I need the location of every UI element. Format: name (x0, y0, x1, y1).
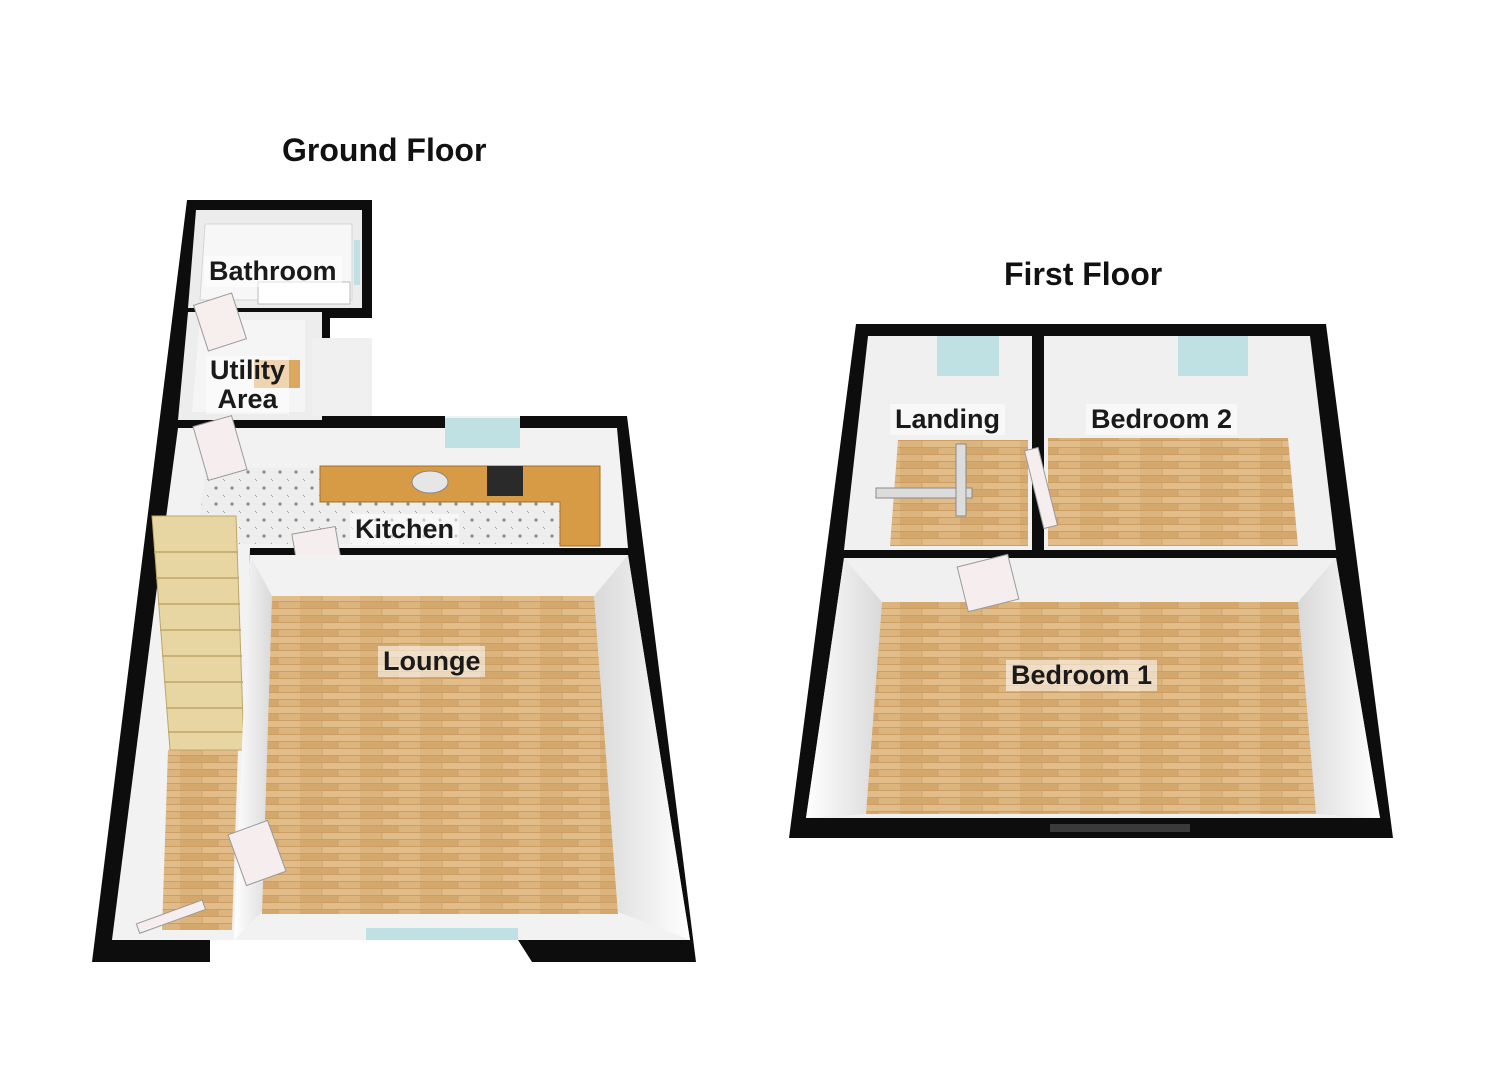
landing-window-icon (937, 336, 999, 376)
utility-side-wall (312, 338, 372, 416)
lounge-floor (262, 596, 618, 914)
bedroom-1-right-wall-shade (1298, 558, 1380, 818)
kitchen-worktop-icon (319, 465, 601, 547)
room-label-utility-area: Utility Area (206, 355, 290, 414)
lounge-right-wall-shade (594, 555, 690, 940)
bedroom-2-floor (1048, 438, 1298, 546)
front-door-icon (135, 899, 207, 934)
bedroom-1-left-wall-shade (806, 558, 882, 818)
lounge-window-icon (366, 928, 518, 940)
room-label-lounge: Lounge (378, 646, 486, 677)
ground-floor-plan (92, 200, 696, 962)
bedroom-1-floor (866, 602, 1316, 814)
room-label-kitchen: Kitchen (350, 514, 460, 545)
staircase-icon (151, 515, 245, 751)
kitchen-sink-icon (411, 470, 449, 494)
room-label-bathroom: Bathroom (204, 256, 342, 287)
hallway-floor (162, 750, 238, 930)
bathroom-window-icon (354, 240, 360, 285)
stair-banister-icon (875, 443, 973, 517)
bedroom-2-window-icon (1178, 336, 1248, 376)
bedroom-1-door-icon (956, 553, 1020, 613)
room-label-landing: Landing (890, 404, 1005, 435)
ground-floor-title: Ground Floor (282, 132, 487, 168)
kitchen-window-icon (445, 418, 520, 448)
room-label-utility-line1: Utility (210, 355, 286, 385)
utility-door-icon (192, 292, 248, 352)
kitchen-hob-icon (487, 466, 523, 496)
first-floor-title: First Floor (1004, 256, 1163, 292)
lounge-door-icon (227, 819, 287, 887)
bedroom-1-window-icon (1050, 824, 1190, 832)
room-label-bedroom-2: Bedroom 2 (1086, 404, 1238, 435)
room-label-utility-line2: Area (217, 384, 278, 414)
bedroom-2-door-icon (1023, 446, 1059, 530)
first-floor-plan (789, 324, 1393, 838)
kitchen-door-icon (192, 414, 248, 482)
room-label-bedroom-1: Bedroom 1 (1006, 660, 1158, 691)
